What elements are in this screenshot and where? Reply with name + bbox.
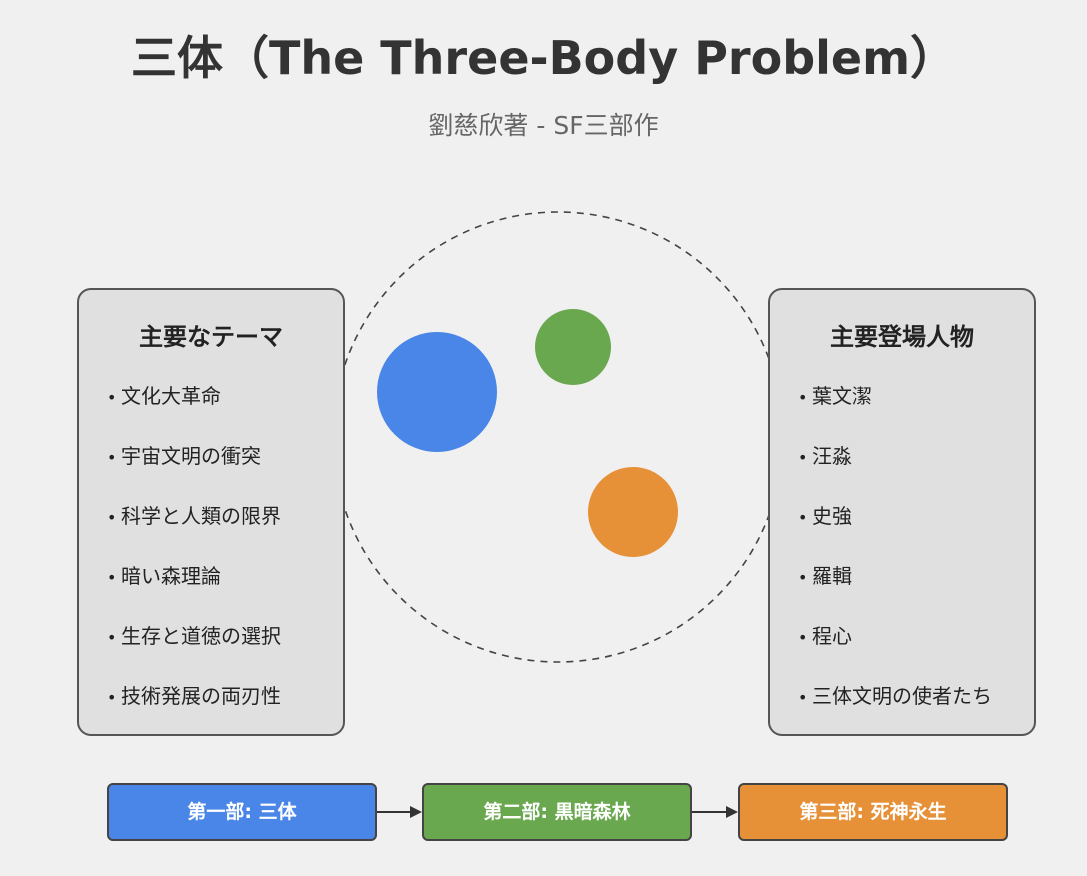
page-title: 三体（The Three-Body Problem）	[130, 31, 957, 85]
trilogy-part-1: 第一部: 三体	[107, 783, 377, 841]
list-item: •汪淼	[798, 444, 1024, 504]
character-label: 汪淼	[812, 444, 852, 468]
character-label: 三体文明の使者たち	[812, 684, 992, 708]
bullet: •	[107, 568, 117, 587]
themes-title: 主要なテーマ	[139, 323, 283, 351]
trilogy-part-2: 第二部: 黒暗森林	[422, 783, 692, 841]
bullet: •	[798, 688, 808, 707]
character-label: 程心	[812, 624, 852, 648]
bullet: •	[107, 448, 117, 467]
list-item: •葉文潔	[798, 384, 1024, 444]
list-item: •暗い森理論	[107, 564, 333, 624]
character-label: 史強	[812, 504, 852, 528]
characters-title: 主要登場人物	[830, 323, 974, 351]
bullet: •	[798, 448, 808, 467]
bullet: •	[107, 388, 117, 407]
arrow-head-2	[726, 806, 738, 818]
theme-label: 宇宙文明の衝突	[121, 444, 261, 468]
list-item: •科学と人類の限界	[107, 504, 333, 564]
themes-panel: 主要なテーマ •文化大革命 •宇宙文明の衝突 •科学と人類の限界 •暗い森理論 …	[77, 288, 345, 736]
character-label: 葉文潔	[812, 384, 872, 408]
bullet: •	[107, 508, 117, 527]
bullet: •	[798, 508, 808, 527]
bullet: •	[107, 628, 117, 647]
list-item: •生存と道徳の選択	[107, 624, 333, 684]
theme-label: 科学と人類の限界	[121, 504, 281, 528]
theme-label: 技術発展の両刃性	[121, 684, 281, 708]
bullet: •	[798, 628, 808, 647]
page-subtitle: 劉慈欣著 - SF三部作	[428, 111, 659, 140]
body-orange	[588, 467, 678, 557]
list-item: •三体文明の使者たち	[798, 684, 1024, 744]
trilogy-part-3: 第三部: 死神永生	[738, 783, 1008, 841]
themes-list: •文化大革命 •宇宙文明の衝突 •科学と人類の限界 •暗い森理論 •生存と道徳の…	[107, 384, 333, 744]
list-item: •史強	[798, 504, 1024, 564]
list-item: •羅輯	[798, 564, 1024, 624]
theme-label: 生存と道徳の選択	[121, 624, 281, 648]
bullet: •	[107, 688, 117, 707]
list-item: •程心	[798, 624, 1024, 684]
theme-label: 暗い森理論	[121, 564, 221, 588]
list-item: •文化大革命	[107, 384, 333, 444]
theme-label: 文化大革命	[121, 384, 221, 408]
body-green	[535, 309, 611, 385]
bullet: •	[798, 568, 808, 587]
body-blue	[377, 332, 497, 452]
arrow-head-1	[410, 806, 422, 818]
character-label: 羅輯	[812, 564, 852, 588]
bullet: •	[798, 388, 808, 407]
list-item: •技術発展の両刃性	[107, 684, 333, 744]
characters-list: •葉文潔 •汪淼 •史強 •羅輯 •程心 •三体文明の使者たち	[798, 384, 1024, 744]
characters-panel: 主要登場人物 •葉文潔 •汪淼 •史強 •羅輯 •程心 •三体文明の使者たち	[768, 288, 1036, 736]
list-item: •宇宙文明の衝突	[107, 444, 333, 504]
